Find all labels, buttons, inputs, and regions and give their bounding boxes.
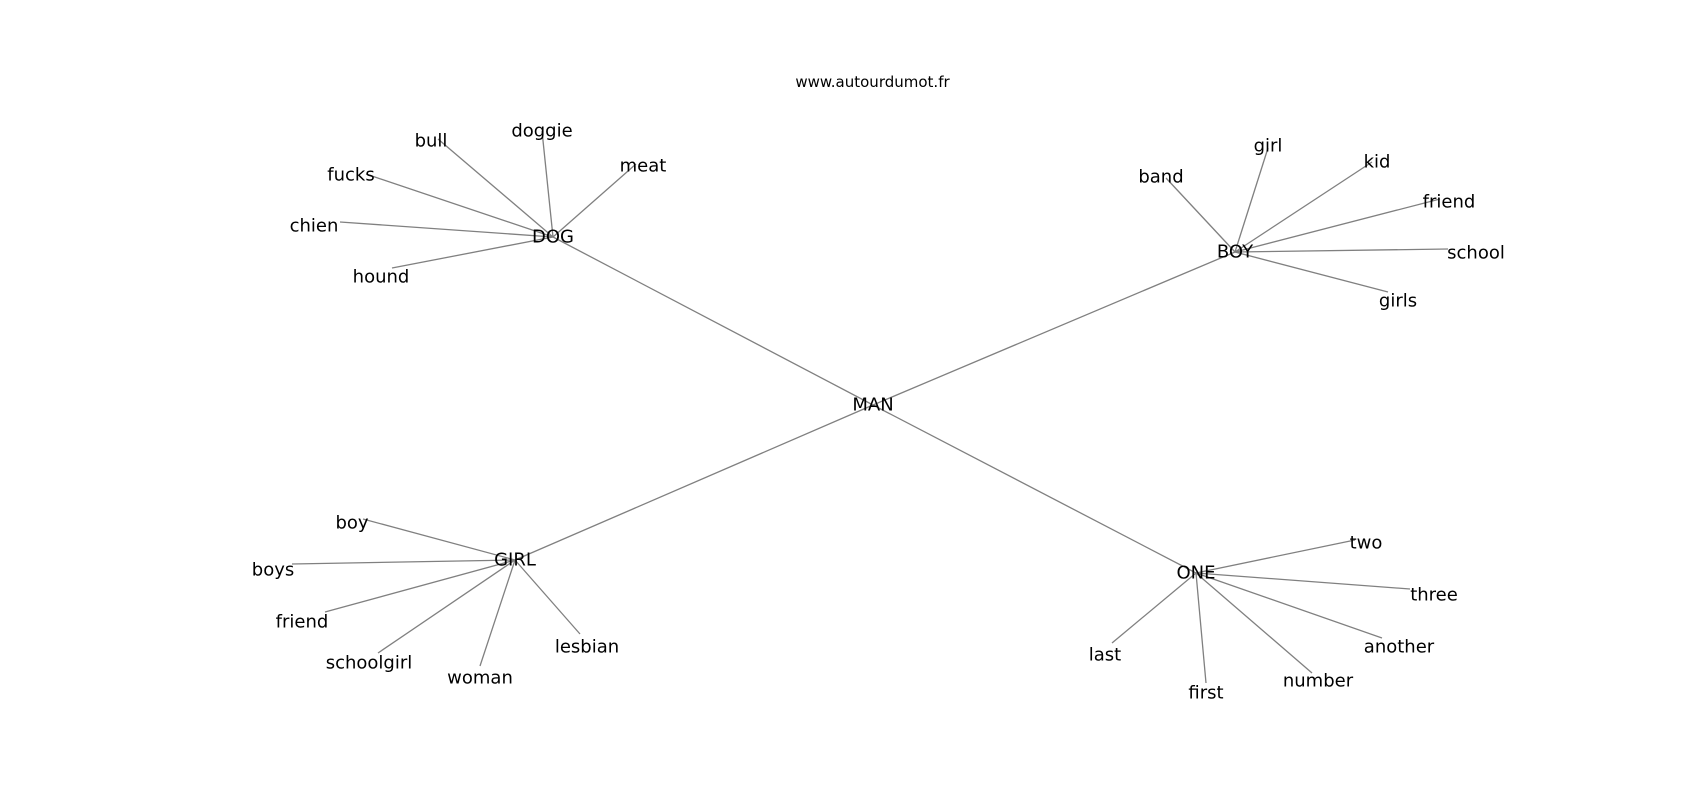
edge-girl-schoolgirl — [377, 559, 516, 654]
node-hub-dog: DOG — [532, 227, 574, 248]
watermark-text: www.autourdumot.fr — [795, 73, 950, 91]
node-leaf-boy-school: school — [1447, 243, 1505, 264]
node-leaf-girl-lesbian: lesbian — [555, 637, 619, 658]
node-center-man: MAN — [852, 395, 893, 416]
edge-dog-chien — [339, 221, 554, 238]
node-hub-boy: BOY — [1217, 242, 1254, 263]
node-leaf-girl-schoolgirl: schoolgirl — [326, 653, 413, 674]
node-leaf-one-two: two — [1350, 533, 1383, 554]
node-leaf-dog-doggie: doggie — [511, 121, 572, 142]
node-leaf-dog-fucks: fucks — [327, 165, 374, 186]
edge-dog-fucks — [365, 173, 554, 238]
edge-one-number — [1195, 572, 1313, 674]
node-leaf-one-another: another — [1364, 637, 1435, 658]
node-leaf-boy-friend: friend — [1423, 192, 1476, 213]
edge-boy-band — [1165, 177, 1236, 253]
edge-one-two — [1195, 539, 1356, 574]
node-leaf-one-first: first — [1188, 683, 1223, 704]
edge-man-boy — [872, 251, 1236, 406]
node-leaf-girl-friend: friend — [276, 612, 329, 633]
edge-girl-friend — [324, 559, 516, 613]
edge-one-last — [1111, 572, 1197, 644]
edge-dog-hound — [391, 236, 554, 269]
graph-edges — [291, 130, 1449, 684]
node-hub-girl: GIRL — [494, 550, 536, 571]
edge-man-girl — [514, 404, 874, 561]
node-leaf-boy-band: band — [1138, 167, 1183, 188]
node-leaf-dog-bull: bull — [415, 131, 448, 152]
edge-girl-lesbian — [514, 559, 581, 635]
edge-boy-friend — [1234, 198, 1441, 253]
node-leaf-boy-kid: kid — [1364, 152, 1391, 173]
edge-girl-boy — [362, 518, 516, 561]
edge-boy-girl — [1234, 147, 1269, 253]
edge-dog-bull — [437, 138, 554, 238]
edge-girl-boys — [291, 559, 516, 565]
graph-nodes: MAN DOG bull doggie meat fucks chien hound BOY gi… — [252, 121, 1505, 704]
node-leaf-girl-boy: boy — [335, 513, 368, 534]
node-leaf-dog-chien: chien — [290, 216, 339, 237]
node-leaf-one-last: last — [1089, 645, 1121, 666]
node-leaf-girl-boys: boys — [252, 560, 294, 581]
edge-one-three — [1195, 572, 1411, 590]
edge-boy-school — [1234, 248, 1449, 253]
edge-one-first — [1195, 572, 1207, 684]
edge-boy-girls — [1234, 251, 1389, 293]
node-leaf-girl-woman: woman — [447, 668, 513, 689]
edge-man-one — [872, 404, 1197, 574]
node-leaf-one-three: three — [1410, 585, 1458, 606]
edge-one-another — [1195, 572, 1383, 639]
node-leaf-boy-girl: girl — [1254, 136, 1283, 157]
node-hub-one: ONE — [1176, 563, 1215, 584]
edge-boy-kid — [1234, 161, 1373, 253]
edge-girl-woman — [479, 559, 516, 667]
edge-man-dog — [552, 236, 874, 406]
node-leaf-boy-girls: girls — [1379, 291, 1417, 312]
node-leaf-dog-meat: meat — [620, 156, 667, 177]
node-leaf-one-number: number — [1283, 671, 1354, 692]
node-leaf-dog-hound: hound — [353, 267, 410, 288]
edge-dog-doggie — [541, 130, 554, 238]
edge-dog-meat — [552, 163, 637, 238]
